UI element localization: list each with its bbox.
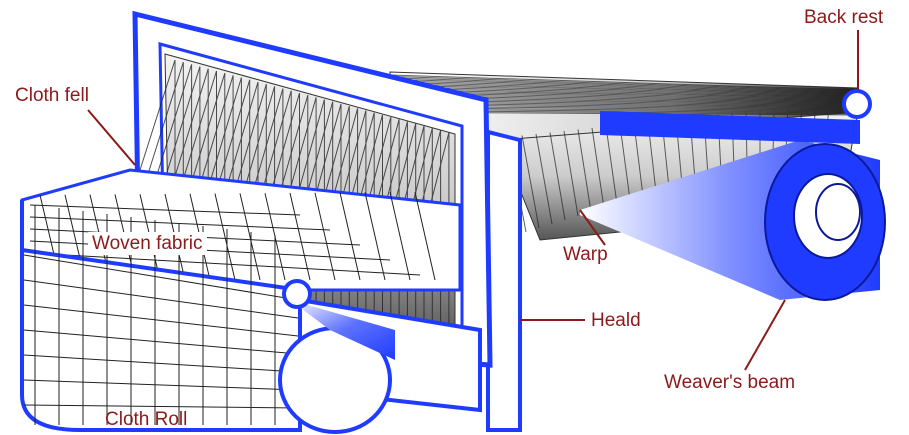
warp-thread — [549, 132, 566, 221]
label-cloth-fell: Cloth fell — [15, 85, 89, 106]
fabric-thread — [389, 192, 411, 281]
warp-thread — [619, 124, 631, 201]
warp-thread — [591, 127, 605, 209]
heald-thread — [164, 66, 201, 180]
leader-lines — [87, 30, 859, 371]
label-cloth-roll: Cloth Roll — [105, 409, 188, 430]
warp-thread — [535, 133, 553, 225]
heald-thread — [205, 77, 242, 195]
warp-thread — [433, 107, 859, 113]
warp-thread — [437, 110, 859, 115]
roll-thread — [23, 304, 299, 337]
fabric-thread — [289, 192, 311, 281]
heald-thread — [214, 79, 251, 198]
leader-cloth-fell — [87, 109, 136, 166]
roll-thread — [23, 279, 299, 319]
warp-thread — [577, 129, 592, 213]
leader-weavers-beam — [744, 299, 786, 371]
warp-thread — [391, 76, 859, 92]
warp-thread — [431, 106, 859, 112]
back-rest — [600, 89, 872, 145]
warp-thread — [397, 80, 859, 95]
label-heald: Heald — [591, 310, 641, 331]
fabric-thread — [364, 192, 386, 281]
heald-thread — [197, 75, 234, 192]
warp-thread — [409, 89, 859, 101]
warp-thread — [417, 95, 859, 105]
fabric-thread — [214, 193, 236, 281]
fabric-thread — [29, 252, 421, 276]
cloth-roll — [20, 200, 395, 434]
warp-thread — [423, 100, 859, 108]
warp-thread — [563, 130, 579, 217]
warp-thread — [427, 103, 859, 110]
fabric-thread — [29, 204, 301, 216]
label-warp: Warp — [563, 244, 608, 265]
label-woven-fabric: Woven fabric — [88, 232, 207, 255]
warp-thread — [419, 97, 859, 106]
warp-thread — [521, 135, 540, 229]
warp-thread — [389, 74, 859, 91]
heald-thread — [156, 64, 193, 177]
warp-thread — [401, 83, 859, 97]
fabric-thread — [314, 192, 336, 281]
warp-thread — [395, 79, 859, 94]
warp-thread — [405, 86, 859, 99]
leader-warp — [579, 209, 606, 246]
warp-thread — [403, 85, 859, 98]
roll-thread — [23, 379, 299, 391]
roll-thread — [23, 354, 299, 373]
weavers-beam — [580, 140, 886, 301]
warp-thread — [415, 94, 859, 104]
fabric-thread — [414, 191, 436, 281]
warp-thread — [435, 109, 859, 114]
warp-thread — [413, 92, 859, 103]
fabric-thread — [339, 192, 361, 281]
roll-thread — [23, 404, 299, 409]
warp-thread — [399, 82, 859, 96]
heald-thread — [147, 62, 184, 174]
heald-thread — [139, 59, 176, 171]
roll-thread — [23, 329, 299, 355]
heald-thread — [181, 70, 217, 186]
fabric-thread — [29, 216, 331, 231]
heald-thread — [189, 73, 226, 189]
roll-thread — [23, 254, 299, 301]
warp-thread — [429, 104, 859, 111]
warp-thread — [605, 126, 618, 205]
warp-thread — [421, 98, 859, 107]
warp-thread — [411, 91, 859, 102]
warp-thread — [407, 88, 859, 100]
warp-thread — [393, 77, 859, 93]
warp-thread — [425, 101, 859, 109]
label-back-rest: Back rest — [804, 7, 884, 28]
heald-thread — [172, 68, 209, 183]
label-weavers-beam: Weaver's beam — [664, 372, 796, 393]
